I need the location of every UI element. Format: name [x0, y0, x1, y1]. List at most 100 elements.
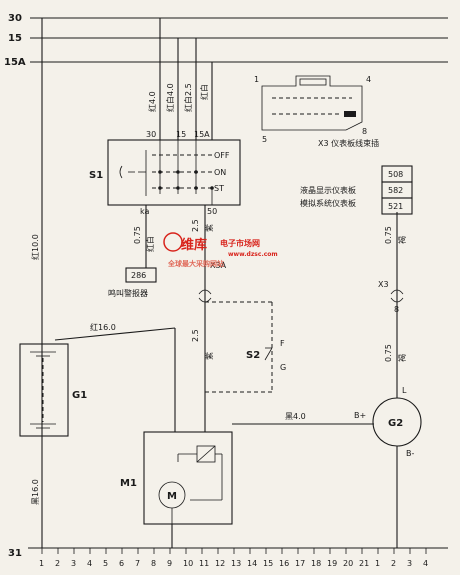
switch-s2: S2 F G: [205, 301, 286, 393]
wire-label-red4: 红4.0: [147, 91, 157, 112]
ground-number: 13: [231, 559, 241, 568]
wire-label-black4: 黑4.0: [285, 412, 306, 421]
s2-label: S2: [246, 350, 260, 361]
ground-number: 17: [295, 559, 305, 568]
ground-number: 21: [359, 559, 369, 568]
wire-label-black16: 黑16.0: [31, 479, 40, 505]
wire-label-purple-mid: 紫: [205, 352, 214, 360]
ground-number: 1: [375, 559, 380, 568]
generator-b-minus: B-: [406, 449, 414, 458]
s1-position-st: ST: [214, 184, 224, 193]
watermark-slogan: 全球最大采购网站: [167, 259, 224, 268]
battery-g1-label: G1: [72, 390, 87, 401]
ground-number: 2: [391, 559, 396, 568]
key-symbol-icon: [119, 165, 123, 179]
wire-label-red10: 红10.0: [30, 234, 40, 260]
wire-label-redwhite4: 红白4.0: [165, 83, 175, 112]
wire-label-red16: 红16.0: [90, 322, 116, 332]
ignition-switch-s1: S1 30 15 15A OFF ON ST ka 50: [89, 130, 241, 216]
s1-terminal-50: 50: [207, 207, 217, 216]
wire-label-redwhite: 红白: [199, 84, 209, 100]
panel-label-lcd: 液晶显示仪表板: [300, 185, 356, 195]
generator-b-plus: B+: [354, 411, 366, 420]
harness-pin-4: 4: [366, 75, 371, 84]
s1-terminal-30: 30: [146, 130, 156, 139]
watermark-site: 电子市场网: [220, 238, 260, 248]
wire-label-brown1: 褐: [397, 236, 407, 244]
x3-harness-connector: 1 4 5 8 X3 仪表板线束插: [254, 75, 379, 148]
s1-position-on: ON: [214, 168, 226, 177]
wire-label-075-r1: 0.75: [384, 226, 393, 244]
ground-number: 6: [119, 559, 124, 568]
ground-number: 10: [183, 559, 193, 568]
watermark-url: www.dzsc.com: [228, 251, 278, 258]
s1-label: S1: [89, 170, 103, 181]
ground-number: 16: [279, 559, 289, 568]
starter-m1: M1 M: [120, 431, 233, 525]
ground-number: 14: [247, 559, 257, 568]
ground-number: 3: [407, 559, 412, 568]
ground-number: 2: [55, 559, 60, 568]
panel-code-521: 521: [388, 202, 403, 211]
wire-label-075-left: 0.75: [133, 226, 142, 244]
connector-x3: X3 8: [378, 280, 404, 314]
generator-l: L: [402, 386, 407, 395]
connector-x3-label: X3: [378, 280, 389, 289]
panel-label-analog: 模拟系统仪表板: [300, 198, 356, 208]
rail-31-label: 31: [8, 548, 22, 559]
watermark-logo: 维库 电子市场网 www.dzsc.com 全球最大采购网站: [163, 232, 278, 268]
rail-15a: 15A: [4, 57, 448, 68]
s1-terminal-15: 15: [176, 130, 186, 139]
battery-to-starter-wire: [54, 327, 176, 341]
panel-code-508: 508: [388, 170, 403, 179]
rail-15: 15: [8, 33, 448, 44]
rail-30-label: 30: [8, 13, 22, 24]
ground-number: 1: [39, 559, 44, 568]
rail-15-label: 15: [8, 33, 22, 44]
buzzer-286: 286 鸣叫警报器: [108, 267, 157, 298]
s1-position-off: OFF: [214, 151, 230, 160]
ground-number: 9: [167, 559, 172, 568]
harness-pin-5: 5: [262, 135, 267, 144]
wire-label-25-mid: 2.5: [191, 329, 200, 342]
rail-30: 30: [8, 13, 448, 24]
panel-code-582: 582: [388, 186, 403, 195]
ground-number: 15: [263, 559, 273, 568]
ground-number: 8: [151, 559, 156, 568]
starter-m1-label: M1: [120, 478, 137, 489]
ground-number: 12: [215, 559, 225, 568]
wire-label-redwhite25: 红白2.5: [183, 83, 193, 112]
ground-number: 4: [423, 559, 428, 568]
ground-number: 4: [87, 559, 92, 568]
harness-pin-1: 1: [254, 75, 259, 84]
s2-terminal-g: G: [280, 363, 286, 372]
generator-g2: G2 B+ B- L: [354, 386, 422, 458]
wire-label-purple-top: 紫: [205, 224, 214, 232]
connector-x3a-label: X3A: [210, 261, 227, 270]
connector-x3-pin: 8: [394, 305, 399, 314]
s1-terminal-ka: ka: [140, 207, 149, 216]
harness-label: X3 仪表板线束插: [318, 138, 379, 148]
ground-number: 11: [199, 559, 209, 568]
wire-label-redwhite-left: 红白: [145, 236, 155, 252]
s2-terminal-f: F: [280, 339, 285, 348]
ground-number: 20: [343, 559, 353, 568]
harness-pin-8: 8: [362, 127, 367, 136]
buzzer-code: 286: [131, 271, 146, 280]
wire-label-brown2: 褐: [397, 354, 407, 362]
battery-g1: G1: [19, 343, 87, 437]
ground-number: 5: [103, 559, 108, 568]
motor-label: M: [167, 491, 177, 502]
rail-15a-label: 15A: [4, 57, 26, 68]
generator-g2-label: G2: [388, 418, 403, 429]
wire-label-25-top: 2.5: [191, 219, 200, 232]
buzzer-label: 鸣叫警报器: [108, 288, 148, 298]
watermark-brand: 维库: [181, 237, 207, 253]
ground-number: 19: [327, 559, 337, 568]
s1-terminal-15a: 15A: [194, 130, 210, 139]
ground-number: 18: [311, 559, 321, 568]
instrument-panel-codes: 508 582 521 液晶显示仪表板 模拟系统仪表板: [300, 165, 413, 215]
ground-number: 3: [71, 559, 76, 568]
